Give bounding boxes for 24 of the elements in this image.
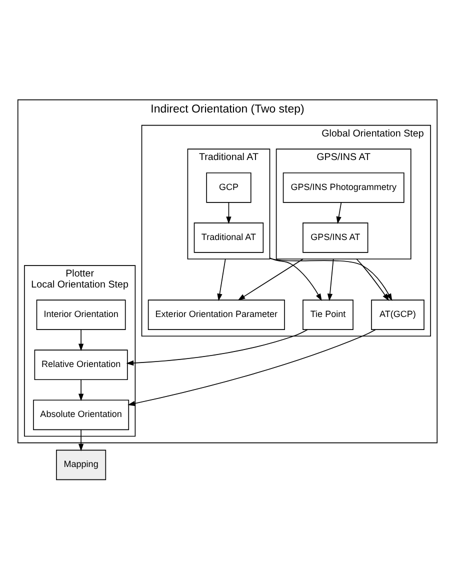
node-box: AT(GCP) [371,299,424,330]
arrow [336,202,342,224]
node-box: Relative Orientation [34,349,128,380]
node-box: Traditional AT [194,222,264,252]
arrow [78,428,84,451]
node-box: GPS/INS Photogrammetry [282,172,404,202]
arrow [238,258,304,300]
arrow [269,257,322,301]
arrow [128,328,376,406]
arrow [217,258,226,301]
arrow [78,328,84,351]
node-box: GCP [206,172,252,202]
arrow [78,378,84,401]
arrow [269,257,392,300]
node-box: Tie Point [302,299,354,330]
node-box: Interior Orientation [36,299,126,330]
arrow [327,258,334,301]
node-box: GPS/INS AT [302,222,368,252]
arrow [226,202,232,224]
node-box: Exterior Orientation Parameter [148,299,285,330]
node-box: Absolute Orientation [33,399,130,430]
node-box: Mapping [56,449,106,480]
arrow [356,258,390,300]
arrow [126,328,308,366]
